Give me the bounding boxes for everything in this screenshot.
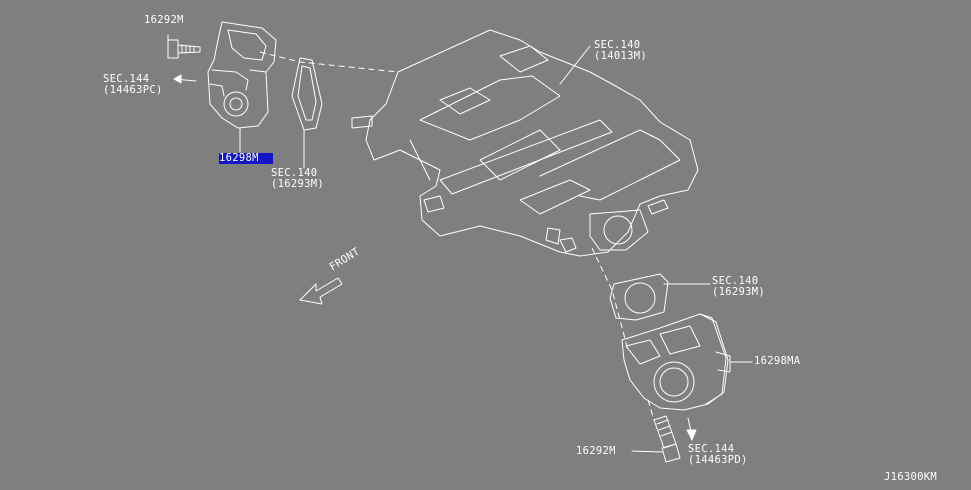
label-sec144-bottom-line1[interactable]: SEC.144 xyxy=(688,443,735,455)
front-arrow-shape xyxy=(299,277,343,305)
label-gasket-top-line1[interactable]: SEC.140 xyxy=(271,167,318,179)
label-gasket-bottom-line2[interactable]: (16293M) xyxy=(712,286,765,298)
label-bolt-bottom[interactable]: 16292M xyxy=(576,445,616,457)
align-line-bottom xyxy=(591,247,629,351)
label-manifold-line2[interactable]: (14013M) xyxy=(594,50,647,62)
intake-manifold-shape[interactable] xyxy=(351,29,699,257)
label-bolt-top[interactable]: 16292M xyxy=(144,14,184,26)
throttle-body-bottom-shape[interactable] xyxy=(621,313,753,411)
throttle-body-top-shape[interactable] xyxy=(207,21,277,153)
label-sec144-top-line1[interactable]: SEC.144 xyxy=(103,73,150,85)
label-gasket-bottom-line1[interactable]: SEC.140 xyxy=(712,275,759,287)
bolt-top-shape[interactable] xyxy=(167,39,201,59)
label-manifold-line1[interactable]: SEC.140 xyxy=(594,39,641,51)
align-line-top xyxy=(259,51,399,73)
label-gasket-top-line2[interactable]: (16293M) xyxy=(271,178,324,190)
gasket-top-shape[interactable] xyxy=(291,57,323,169)
label-throttle-bottom[interactable]: 16298MA xyxy=(754,355,801,367)
label-sec144-bottom-line2[interactable]: (14463PD) xyxy=(688,454,748,466)
align-line-bolt-bottom xyxy=(647,399,655,421)
label-throttle-top-selected[interactable]: 16298M xyxy=(219,153,273,164)
label-sec144-top-line2[interactable]: (14463PC) xyxy=(103,84,163,96)
diagram-code: J16300KM xyxy=(884,471,937,483)
gasket-bottom-shape[interactable] xyxy=(609,273,711,321)
bolt-bottom-shape[interactable] xyxy=(631,415,681,463)
manifold-leader xyxy=(559,45,591,85)
sec144-bottom-arrow-head xyxy=(686,429,697,441)
sec144-top-arrow-head xyxy=(173,74,182,84)
